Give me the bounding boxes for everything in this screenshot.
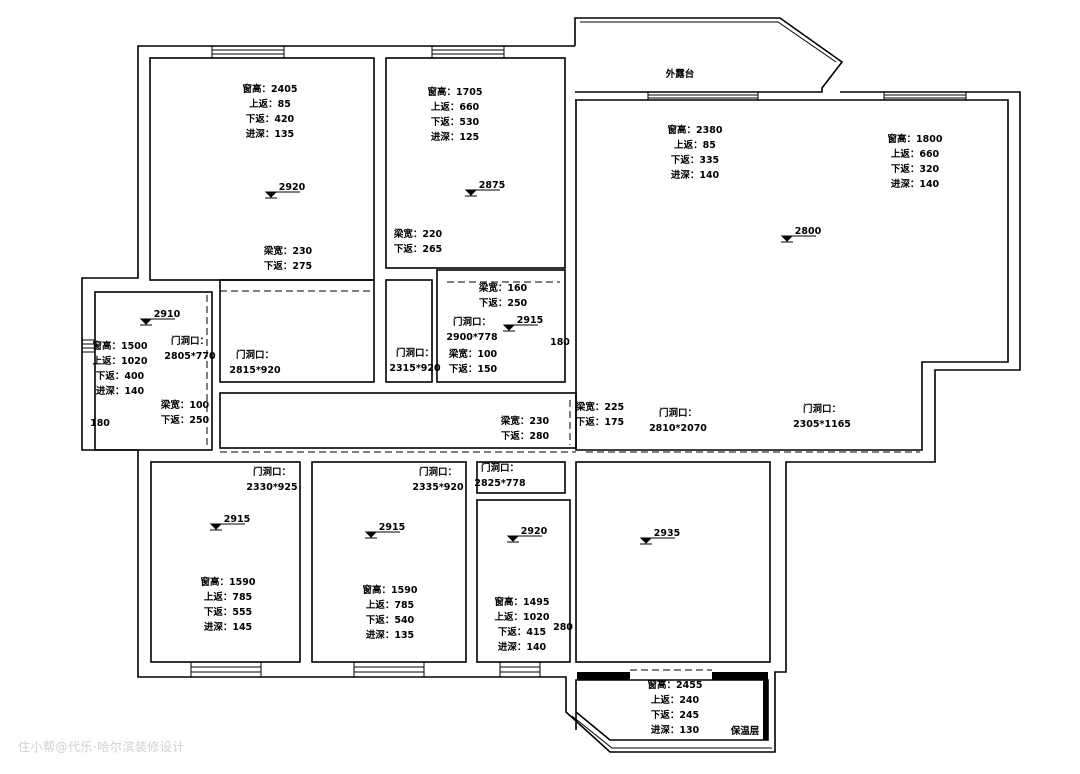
bedroom-n-window-line: 上返：660 (431, 101, 480, 113)
bottom-balcony-note: 保温层 (730, 725, 760, 737)
bedroom-nw-window-line: 窗高：2405 (243, 83, 298, 95)
elevation-marker-icon (780, 235, 816, 243)
bath-n-door-line: 门洞口： (453, 316, 491, 328)
elevation-marker-icon (139, 318, 175, 326)
bedroom-nw-elevation-label: 2920 (279, 182, 306, 193)
watermark: 住小帮@代乐·哈尔滨装修设计 (18, 740, 185, 754)
bedroom-s2-window-line: 进深：135 (366, 629, 414, 641)
elevation-marker-icon (464, 189, 500, 197)
living-window-b-line: 窗高：1800 (888, 133, 943, 145)
living-window-a-line: 上返：85 (674, 139, 716, 151)
bottom-balcony-window-line: 下返：245 (651, 709, 699, 721)
bottom-balcony-window-line: 上返：240 (651, 694, 700, 706)
hall-door-b-line: 2315*920 (389, 363, 441, 374)
living-window-b-line: 上返：660 (891, 148, 940, 160)
bedroom-s1-elevation-label: 2915 (224, 514, 250, 525)
bedroom-s2-door-line: 2335*920 (412, 482, 464, 493)
bedroom-n-elevation-label: 2875 (479, 180, 505, 191)
living-window-b-line: 进深：140 (891, 178, 940, 190)
bath-n-beam2-line: 梁宽：100 (448, 348, 498, 360)
bedroom-s1-door-line: 2330*925 (246, 482, 297, 493)
room-w-window-line: 进深：140 (96, 385, 145, 397)
room-w-elevation-label: 2910 (154, 309, 181, 320)
living-window-a-line: 窗高：2380 (668, 124, 723, 136)
room-w-beam-line: 下返：250 (161, 414, 210, 426)
bedroom-s2-window-line: 上返：785 (366, 599, 414, 611)
bedroom-s1-window-line: 进深：145 (204, 621, 252, 633)
living-door-a-line: 2810*2070 (649, 423, 707, 434)
bath-s-window-line: 上返：1020 (495, 611, 550, 623)
hall-door-a-line: 门洞口： (236, 349, 274, 361)
living-window-a-line: 下返：335 (671, 154, 719, 166)
top-balcony-label: 外露台 (665, 68, 695, 80)
living-window-a-line: 进深：140 (671, 169, 720, 181)
elevation-marker-icon (506, 535, 542, 543)
bedroom-s2-elevation-label: 2915 (379, 522, 405, 533)
hall-beam-line: 下返：280 (501, 430, 550, 442)
bottom-balcony-window-line: 窗高：2455 (648, 679, 703, 691)
hall-beam-line: 梁宽：230 (500, 415, 550, 427)
bedroom-s2-door-line: 门洞口： (419, 466, 457, 478)
bath-s-window-line: 进深：140 (498, 641, 547, 653)
hall-door-a-line: 2815*920 (229, 365, 281, 376)
living-beam-line: 梁宽：225 (575, 401, 624, 413)
walls (81, 17, 1021, 753)
bedroom-n-window-line: 窗高：1705 (428, 86, 483, 98)
elevation-marker-icon (502, 324, 538, 332)
bath-n-elevation-label: 2915 (517, 315, 543, 326)
bedroom-n-window-line: 进深：125 (431, 131, 479, 143)
bedroom-n-beam-line: 下返：265 (394, 243, 442, 255)
bedroom-nw-beam-line: 梁宽：230 (263, 245, 313, 257)
room-w-door-line: 2805*770 (164, 351, 216, 362)
bath-s-window-line: 下返：415 (498, 626, 546, 638)
bedroom-nw-window-line: 下返：420 (246, 113, 295, 125)
bath-s-elevation-label: 2920 (521, 526, 548, 537)
windows (82, 46, 967, 749)
kitchen-elevation-label: 2935 (654, 528, 680, 539)
living-window-b-line: 下返：320 (891, 163, 940, 175)
bedroom-nw-window-line: 进深：135 (246, 128, 294, 140)
bedroom-nw-beam-line: 下返：275 (264, 260, 312, 272)
elevation-marker-icon (639, 537, 675, 545)
bedroom-s2-window-line: 下返：540 (366, 614, 415, 626)
room-w-window-line: 窗高：1500 (93, 340, 148, 352)
elevation-marker-icon (364, 531, 400, 539)
bedroom-nw-window-line: 上返：85 (249, 98, 291, 110)
bath-s-window-line: 窗高：1495 (495, 596, 550, 608)
room-w-beam-line: 梁宽：100 (160, 399, 210, 411)
living-door-a-line: 门洞口： (659, 407, 697, 419)
bedroom-s1-window-line: 窗高：1590 (201, 576, 256, 588)
bedroom-s1-window-line: 下返：555 (204, 606, 252, 618)
bedroom-n-window-line: 下返：530 (431, 116, 480, 128)
room-w-window-line: 上返：1020 (93, 355, 148, 367)
bath-s-door-line: 门洞口： (481, 462, 519, 474)
bath-n-beam-line: 梁宽：160 (478, 282, 528, 294)
living-beam-line: 下返：175 (576, 416, 624, 428)
room-w-window-line: 下返：400 (96, 370, 145, 382)
bedroom-n-beam-line: 梁宽：220 (393, 228, 443, 240)
elevation-marker-icon (264, 191, 300, 199)
bottom-balcony-window-line: 进深：130 (651, 724, 700, 736)
bedroom-s1-door-line: 门洞口： (253, 466, 291, 478)
bath-s-door-line: 2825*778 (474, 478, 526, 489)
living-door-b-line: 门洞口： (803, 403, 841, 415)
bath-s-dim: 280 (553, 622, 573, 633)
elevation-marker-icon (209, 523, 245, 531)
bath-n-beam2-line: 下返：150 (449, 363, 498, 375)
hall-door-b-line: 门洞口： (396, 347, 434, 359)
bath-n-beam-line: 下返：250 (479, 297, 528, 309)
living-elevation-label: 2800 (795, 226, 822, 237)
room-w-door-line: 门洞口： (171, 335, 209, 347)
bedroom-s2-window-line: 窗高：1590 (363, 584, 418, 596)
living-door-b-line: 2305*1165 (793, 419, 851, 430)
bath-n-door-line: 2900*778 (446, 332, 498, 343)
bath-n-dim: 180 (550, 337, 570, 348)
bedroom-s1-window-line: 上返：785 (204, 591, 252, 603)
room-w-dim: 180 (90, 418, 110, 429)
